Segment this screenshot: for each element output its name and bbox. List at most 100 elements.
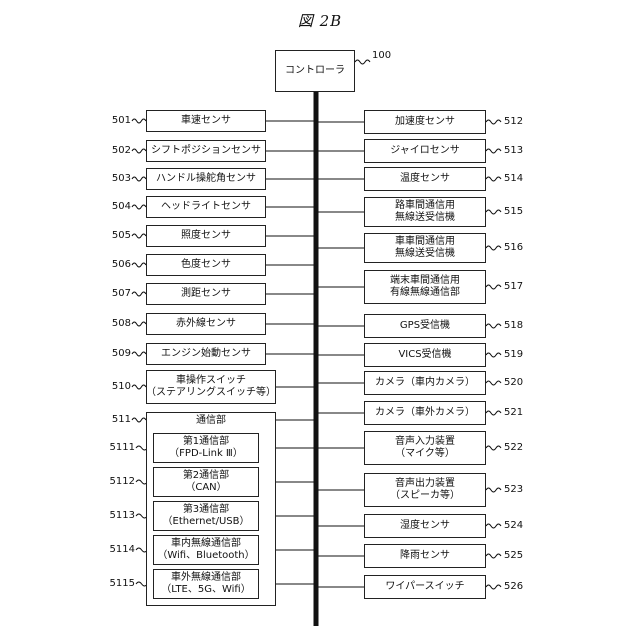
comm-subunit-box-5113-label: 第3通信部 (183, 504, 229, 516)
right-ref-leader-517 (486, 285, 501, 289)
right-ref-516: 516 (504, 242, 523, 254)
right-ref-leader-522 (486, 446, 501, 450)
right-device-box-525: 降雨センサ (364, 544, 486, 568)
left-ref-leader-502 (132, 149, 146, 153)
right-device-box-524: 湿度センサ (364, 514, 486, 538)
comm-subunit-box-5113: 第3通信部（Ethernet/USB） (153, 501, 259, 531)
left-sensor-box-509-label: エンジン始動センサ (161, 348, 251, 360)
left-ref-leader-501 (132, 119, 146, 123)
right-device-box-513: ジャイロセンサ (364, 139, 486, 163)
right-device-box-514: 温度センサ (364, 167, 486, 191)
left-sensor-box-501: 車速センサ (146, 110, 266, 132)
right-ref-526: 526 (504, 581, 523, 593)
left-sensor-box-505-label: 照度センサ (181, 230, 231, 242)
left-ref-leader-503 (132, 177, 146, 181)
left-sensor-box-501-label: 車速センサ (181, 115, 231, 127)
right-ref-522: 522 (504, 442, 523, 454)
right-ref-512: 512 (504, 116, 523, 128)
right-ref-leader-518 (486, 324, 501, 328)
comm-subunit-box-5111-label: 第1通信部 (183, 436, 229, 448)
right-ref-leader-513 (486, 149, 501, 153)
right-device-box-516-label: 無線送受信機 (395, 248, 455, 260)
comm-subunit-box-5111-label: （FPD-Link Ⅲ） (169, 448, 243, 460)
right-device-box-523-label: （スピーカ等） (390, 490, 460, 502)
comm-subunit-ref-5112: 5112 (95, 476, 135, 488)
right-device-box-517: 端末車間通信用有線無線通信部 (364, 270, 486, 304)
right-device-box-512: 加速度センサ (364, 110, 486, 134)
controller-box: コントローラ (275, 50, 355, 92)
comm-subunit-box-5114: 車内無線通信部（Wifi、Bluetooth） (153, 535, 259, 565)
comm-subunit-box-5112-label: （CAN） (185, 482, 226, 494)
right-device-box-518: GPS受信機 (364, 314, 486, 338)
figure-title: 図 2B (0, 10, 640, 31)
right-device-box-517-label: 端末車間通信用 (390, 275, 460, 287)
comm-subunit-box-5113-label: （Ethernet/USB） (163, 516, 250, 528)
left-ref-503: 503 (91, 173, 131, 185)
comm-subunit-box-5112: 第2通信部（CAN） (153, 467, 259, 497)
right-device-box-524-label: 湿度センサ (400, 520, 450, 532)
comm-subunit-box-5111: 第1通信部（FPD-Link Ⅲ） (153, 433, 259, 463)
right-device-box-518-label: GPS受信機 (400, 320, 450, 332)
right-ref-leader-512 (486, 120, 501, 124)
left-ref-507: 507 (91, 288, 131, 300)
right-device-box-514-label: 温度センサ (400, 173, 450, 185)
left-ref-leader-510 (132, 385, 146, 389)
comm-subunit-box-5114-label: （Wifi、Bluetooth） (157, 550, 254, 562)
right-device-box-515-label: 無線送受信機 (395, 212, 455, 224)
left-ref-504: 504 (91, 201, 131, 213)
right-device-box-516: 車車間通信用無線送受信機 (364, 233, 486, 263)
right-ref-513: 513 (504, 145, 523, 157)
comm-subunit-box-5115-label: （LTE、5G、Wifi） (161, 584, 250, 596)
comm-subunit-ref-5111: 5111 (95, 442, 135, 454)
right-device-box-522: 音声入力装置（マイク等） (364, 431, 486, 465)
right-device-box-523-label: 音声出力装置 (395, 478, 455, 490)
controller-ref: 100 (372, 50, 391, 62)
left-sensor-box-510-label: （ステアリングスイッチ等） (146, 387, 276, 399)
left-sensor-box-504-label: ヘッドライトセンサ (161, 201, 251, 213)
right-device-box-522-label: 音声入力装置 (395, 436, 455, 448)
comm-subunit-box-5115-label: 車外無線通信部 (171, 572, 241, 584)
right-ref-523: 523 (504, 484, 523, 496)
comm-unit-ref-leader (132, 418, 146, 422)
left-sensor-box-506-label: 色度センサ (181, 259, 231, 271)
right-device-box-519: VICS受信機 (364, 343, 486, 367)
comm-subunit-box-5115: 車外無線通信部（LTE、5G、Wifi） (153, 569, 259, 599)
comm-subunit-box-5112-label: 第2通信部 (183, 470, 229, 482)
right-ref-leader-526 (486, 585, 501, 589)
right-device-box-512-label: 加速度センサ (395, 116, 455, 128)
left-sensor-box-508-label: 赤外線センサ (176, 318, 236, 330)
comm-unit-title: 通信部 (146, 415, 276, 427)
right-device-box-521: カメラ（車外カメラ） (364, 401, 486, 425)
right-device-box-513-label: ジャイロセンサ (390, 145, 460, 157)
right-ref-520: 520 (504, 377, 523, 389)
left-sensor-box-505: 照度センサ (146, 225, 266, 247)
left-ref-502: 502 (91, 145, 131, 157)
left-ref-leader-508 (132, 322, 146, 326)
right-ref-524: 524 (504, 520, 523, 532)
comm-subunit-ref-5115: 5115 (95, 578, 135, 590)
left-ref-leader-507 (132, 292, 146, 296)
right-ref-leader-520 (486, 381, 501, 385)
left-ref-508: 508 (91, 318, 131, 330)
left-ref-leader-505 (132, 234, 146, 238)
right-ref-leader-524 (486, 524, 501, 528)
comm-subunit-ref-5114: 5114 (95, 544, 135, 556)
left-sensor-box-504: ヘッドライトセンサ (146, 196, 266, 218)
right-device-box-515: 路車間通信用無線送受信機 (364, 197, 486, 227)
right-device-box-525-label: 降雨センサ (400, 550, 450, 562)
right-device-box-520-label: カメラ（車内カメラ） (375, 377, 475, 389)
left-ref-509: 509 (91, 348, 131, 360)
right-ref-521: 521 (504, 407, 523, 419)
right-ref-leader-525 (486, 554, 501, 558)
controller-ref-leader (355, 60, 370, 64)
right-device-box-519-label: VICS受信機 (398, 349, 451, 361)
left-sensor-box-507: 測距センサ (146, 283, 266, 305)
right-device-box-516-label: 車車間通信用 (395, 236, 455, 248)
left-ref-501: 501 (91, 115, 131, 127)
right-ref-leader-514 (486, 177, 501, 181)
controller-box-label: コントローラ (285, 65, 345, 77)
right-device-box-526: ワイパースイッチ (364, 575, 486, 599)
left-ref-leader-509 (132, 352, 146, 356)
right-ref-leader-516 (486, 246, 501, 250)
